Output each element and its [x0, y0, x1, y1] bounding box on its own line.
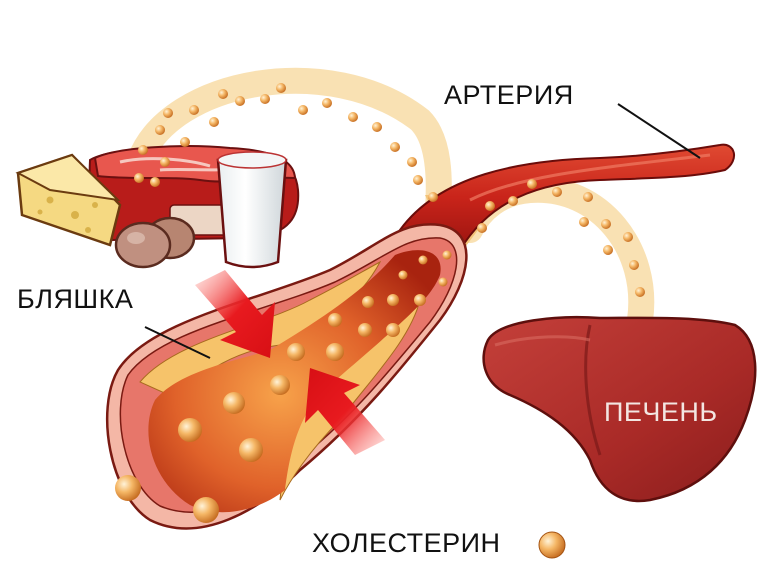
milk-glass-icon	[216, 151, 288, 269]
artery	[398, 143, 735, 252]
eggs-icon	[114, 216, 196, 269]
liver-illustration	[482, 315, 757, 503]
cholesterol-legend-icon	[538, 531, 566, 559]
artery-leader-line	[617, 103, 701, 159]
plaque-compression-arrows	[195, 270, 385, 455]
plaque-label: БЛЯШКА	[17, 284, 134, 314]
food-illustration	[15, 145, 300, 269]
artery-label: АРТЕРИЯ	[444, 80, 574, 110]
artery-cross-section	[106, 223, 468, 530]
liver-label: ПЕЧЕНЬ	[604, 397, 718, 427]
cholesterol-label: ХОЛЕСТЕРИН	[312, 528, 501, 558]
plaque-leader-line	[144, 326, 211, 359]
cholesterol-particles	[115, 83, 666, 523]
cheese-icon	[15, 153, 122, 247]
